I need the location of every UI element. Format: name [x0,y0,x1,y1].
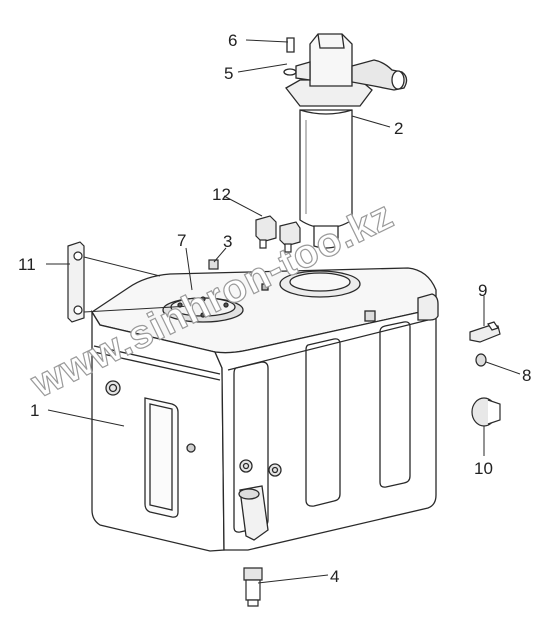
callout-labels: 1 2 3 4 5 6 7 8 9 10 11 12 [18,31,531,586]
callout-6: 6 [228,31,237,50]
callout-5: 5 [224,64,233,83]
callout-7: 7 [177,231,186,250]
callout-2: 2 [394,119,403,138]
hydraulic-tank [91,267,439,552]
leader-lines [46,39,521,584]
callout-4: 4 [330,567,339,586]
callout-10: 10 [474,459,493,478]
callout-8: 8 [522,366,531,385]
callout-9: 9 [478,281,487,300]
callout-3: 3 [223,232,232,251]
small-parts [67,215,501,607]
callout-1: 1 [30,401,39,420]
return-filter [283,33,408,249]
callout-12: 12 [212,185,231,204]
callout-11: 11 [18,255,36,274]
